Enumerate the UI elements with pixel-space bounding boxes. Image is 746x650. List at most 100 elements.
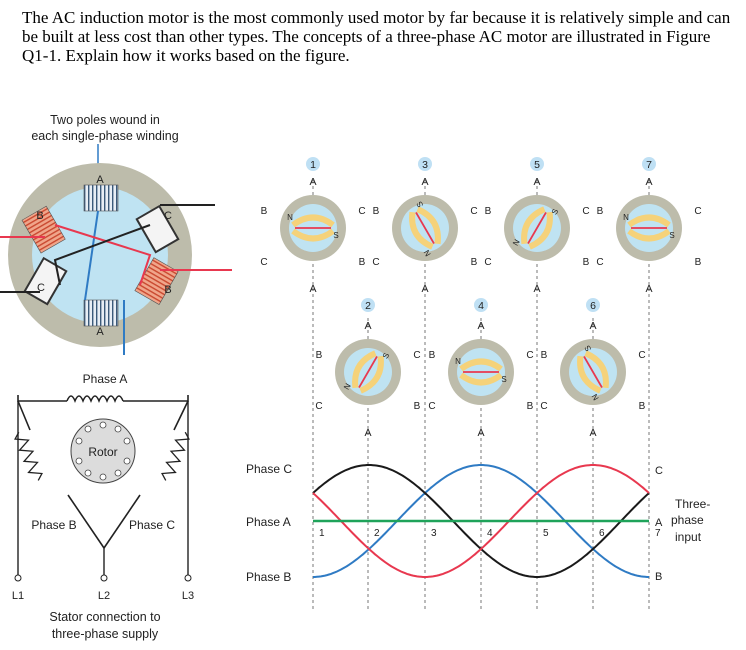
- snapshot-left-bottom: C: [260, 257, 267, 268]
- field-band-lower: [416, 206, 441, 245]
- field-band-upper: [352, 350, 377, 389]
- field-band-upper: [627, 214, 671, 228]
- pole-label-b-right: B: [164, 284, 171, 296]
- coil-top: [83, 184, 119, 212]
- snapshot-right-bottom: B: [527, 401, 534, 412]
- coil-bottom: [83, 299, 119, 327]
- north-pole-label: N: [287, 213, 293, 222]
- snapshot-bottom-label: A: [533, 283, 540, 295]
- field-band-upper: [577, 355, 602, 394]
- snapshot-number: 7: [646, 159, 652, 171]
- field-band-lower: [459, 372, 503, 386]
- delta-right-upper: [173, 400, 189, 431]
- snapshot-badge: [474, 298, 488, 312]
- field-band-lower: [359, 355, 384, 394]
- snapshot-field: NS: [455, 357, 507, 386]
- motor-illustration: A B C C B A: [0, 163, 232, 355]
- terminal-l2-label: L2: [98, 590, 110, 602]
- snapshot-top-label: A: [533, 176, 540, 188]
- pole-label-b-left: B: [36, 210, 43, 222]
- snapshot-top-label: A: [364, 320, 371, 332]
- snapshot-left-bottom: C: [540, 401, 547, 412]
- snapshot-left-top: B: [261, 206, 268, 217]
- snapshot-bottom-label: A: [589, 427, 596, 439]
- snapshot-number: 2: [365, 300, 371, 312]
- south-pole-label: S: [550, 207, 560, 216]
- terminal-l1: [14, 574, 22, 582]
- snapshot-right-top: C: [470, 206, 477, 217]
- snapshot-right-bottom: B: [471, 257, 478, 268]
- snapshot-bottom-label: A: [421, 283, 428, 295]
- question-text: The AC induction motor is the most commo…: [22, 8, 731, 65]
- terminal-l2: [100, 574, 108, 582]
- snapshot-left-top: B: [316, 350, 323, 361]
- delta-top-right: [123, 395, 189, 402]
- phase-a-label: Phase A: [83, 372, 128, 386]
- snapshot-right-bottom: B: [639, 401, 646, 412]
- snapshot-right-bottom: B: [359, 257, 366, 268]
- north-pole-label: N: [590, 392, 601, 402]
- snapshot-left-bottom: C: [372, 257, 379, 268]
- snapshot-left-top: B: [597, 206, 604, 217]
- snapshot-badge: [306, 157, 320, 171]
- coil-upper-right: [135, 204, 180, 254]
- snapshot-bottom-label: A: [309, 283, 316, 295]
- south-pole-label: S: [415, 200, 425, 209]
- snapshot-field: NS: [287, 213, 339, 242]
- snapshot-top-label: A: [421, 176, 428, 188]
- field-band-lower: [291, 228, 335, 242]
- field-arrow: [358, 355, 378, 389]
- field-arrow: [583, 355, 603, 389]
- phase-c-label: Phase C: [129, 518, 175, 532]
- field-band-lower: [528, 211, 553, 250]
- wire-c: [53, 224, 151, 286]
- three-phase-input-line2: phase: [671, 513, 704, 527]
- three-phase-input-line3: input: [675, 530, 702, 544]
- snapshot-left-top: B: [541, 350, 548, 361]
- rotor-bars: [75, 421, 131, 481]
- snapshot-left-bottom: C: [315, 401, 322, 412]
- rotor-space: [32, 187, 168, 323]
- field-band-upper: [409, 211, 434, 250]
- delta-left-lower: [67, 494, 105, 549]
- snapshot-number: 4: [478, 300, 484, 312]
- snapshot-right-top: C: [358, 206, 365, 217]
- north-pole-label: N: [422, 248, 433, 258]
- phase-c-wave-label: Phase C: [246, 462, 292, 476]
- field-band-upper: [521, 206, 546, 245]
- delta-left-upper: [17, 400, 31, 431]
- rotor-circle: [70, 418, 136, 484]
- field-band-lower: [584, 350, 609, 389]
- field-band-upper: [459, 358, 503, 372]
- snapshot-badge: [642, 157, 656, 171]
- three-phase-input-line1: Three-: [675, 497, 710, 511]
- stator-caption-line2: three-phase supply: [52, 627, 159, 641]
- right-a-label: A: [655, 517, 663, 529]
- snapshot-top-label: A: [309, 176, 316, 188]
- snapshot-badge: [418, 157, 432, 171]
- pole-label-a-bottom: A: [96, 326, 104, 338]
- field-arrow: [415, 211, 435, 245]
- pole-label-c-left: C: [37, 282, 45, 294]
- terminal-l3: [184, 574, 192, 582]
- snapshot-right-bottom: B: [583, 257, 590, 268]
- snapshot-bottom-label: A: [477, 427, 484, 439]
- south-pole-label: S: [583, 344, 593, 353]
- phase-wave-red: [312, 464, 650, 578]
- snapshot-right-top: C: [413, 350, 420, 361]
- motor-caption-line1: Two poles wound in: [50, 113, 160, 127]
- north-pole-label: N: [342, 382, 353, 392]
- terminal-l1-label: L1: [12, 590, 24, 602]
- phase-b-winding: [14, 431, 43, 481]
- step-label-5: 5: [543, 528, 549, 539]
- snapshot-right-top: C: [638, 350, 645, 361]
- north-pole-label: N: [455, 357, 461, 366]
- stator-caption-line1: Stator connection to: [49, 610, 160, 624]
